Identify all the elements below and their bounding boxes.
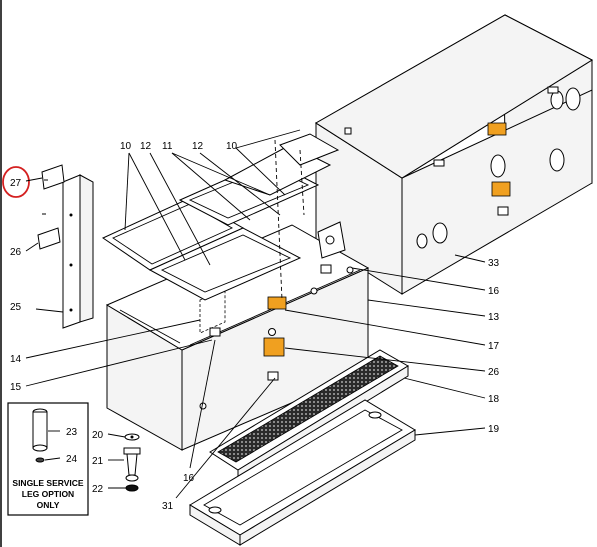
highlight-circle [2,166,30,198]
callout-23: 23 [66,427,78,438]
drip-tray-19 [189,399,416,546]
inset-caption-line1: SINGLE SERVICE [12,478,83,488]
lid-frames [101,133,340,301]
callout-11: 11 [162,141,173,152]
callout-16: 16 [488,286,500,297]
callout-10: 10 [120,141,132,152]
bracket-hole [325,235,335,245]
warning-label [263,337,285,357]
inset-caption-line2: LEG OPTION [22,489,74,499]
callout-27: 27 [10,178,22,189]
warning-label [487,122,507,136]
rear-panel-33 [315,14,594,295]
leg-option-inset [7,402,89,516]
callout-12: 12 [140,141,152,152]
callout-25: 25 [10,302,22,313]
single-leg [32,408,48,463]
callout-26: 26 [10,247,22,258]
main-cabinet-13 [105,224,370,451]
callout-15: 15 [10,382,22,393]
callout-14: 14 [10,354,22,365]
callout-13: 13 [488,312,500,323]
callout-18: 18 [488,394,500,405]
callout-26: 26 [488,367,500,378]
warning-label [267,296,287,310]
callout-16: 16 [183,473,195,484]
callout-10: 10 [226,141,238,152]
callout-21: 21 [92,456,104,467]
corner-trim-25 [62,174,94,329]
callout-24: 24 [66,454,78,465]
warning-label [491,181,511,197]
leader-lines [25,129,486,499]
callout-19: 19 [488,424,500,435]
decal-26 [37,227,61,250]
leg-parts [123,433,141,492]
callout-33: 33 [488,258,500,269]
callout-17: 17 [488,341,500,352]
callout-20: 20 [92,430,104,441]
decal-27 [41,164,65,190]
inset-caption-line3: ONLY [37,500,60,510]
callout-31: 31 [162,501,174,512]
callout-22: 22 [92,484,104,495]
callout-12: 12 [192,141,204,152]
internal-dashed-outline [199,287,226,334]
